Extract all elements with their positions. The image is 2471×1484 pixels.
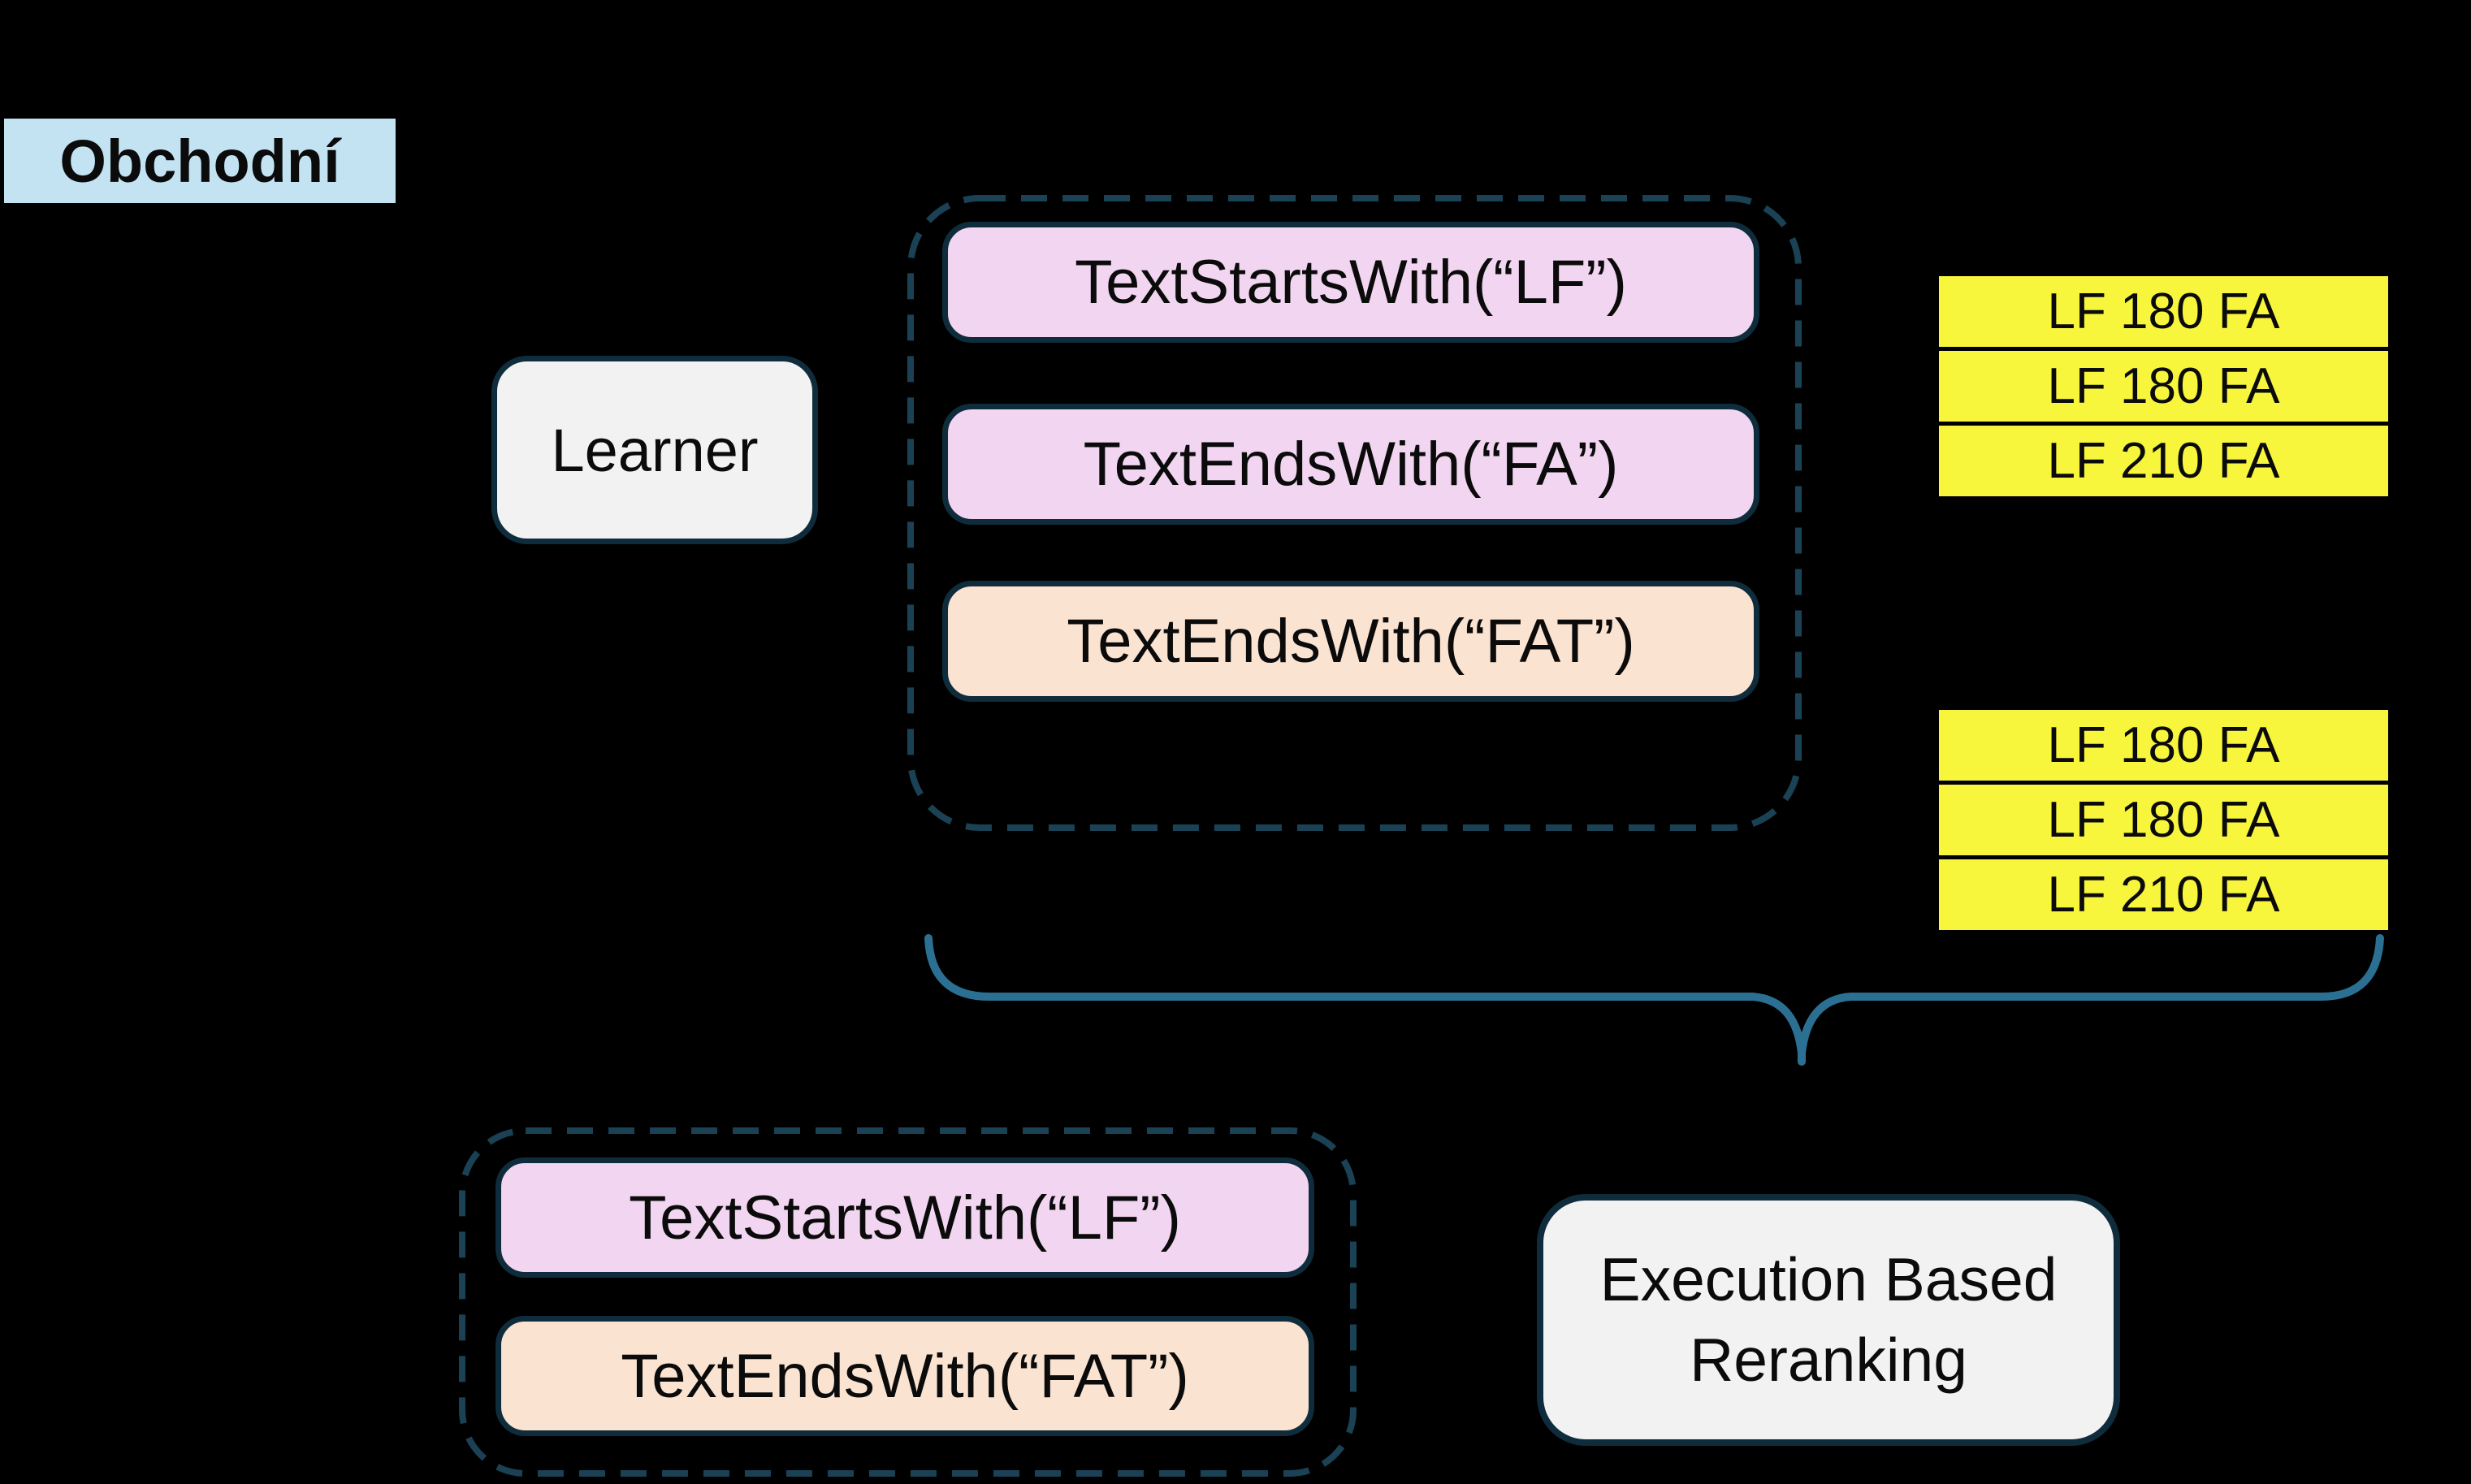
- reranker-label-line2: Reranking: [1690, 1326, 1967, 1394]
- reranker-label-line1: Execution Based: [1599, 1245, 2058, 1313]
- candidate-programs-container: [907, 195, 1802, 831]
- result-list-bottom: LF 180 FA LF 180 FA LF 210 FA: [1939, 710, 2388, 930]
- dashed-border-bottom: [459, 1127, 1357, 1477]
- curly-brace: [924, 934, 2384, 1066]
- result-row: LF 210 FA: [1939, 426, 2388, 496]
- program-box-textendswith-fat: TextEndsWith(“FAT”): [942, 581, 1759, 702]
- execution-based-reranking-node: Execution Based Reranking: [1537, 1194, 2120, 1446]
- reranked-box-textendswith-fat: TextEndsWith(“FAT”): [495, 1316, 1314, 1436]
- result-row: LF 180 FA: [1939, 710, 2388, 781]
- result-row: LF 180 FA: [1939, 351, 2388, 422]
- result-row: LF 210 FA: [1939, 859, 2388, 930]
- result-row: LF 180 FA: [1939, 276, 2388, 347]
- obchodni-label: Obchodní: [4, 119, 396, 203]
- program-box-textendswith-fa: TextEndsWith(“FA”): [942, 404, 1759, 525]
- result-list-top: LF 180 FA LF 180 FA LF 210 FA: [1939, 276, 2388, 496]
- dashed-border-top: [907, 195, 1802, 831]
- learner-node: Learner: [491, 356, 818, 544]
- reranked-box-textstartswith-lf: TextStartsWith(“LF”): [495, 1157, 1314, 1278]
- reranked-programs-container: [459, 1127, 1357, 1477]
- result-row: LF 180 FA: [1939, 785, 2388, 855]
- program-box-textstartswith-lf: TextStartsWith(“LF”): [942, 222, 1759, 343]
- curly-brace-path: [924, 934, 2384, 1066]
